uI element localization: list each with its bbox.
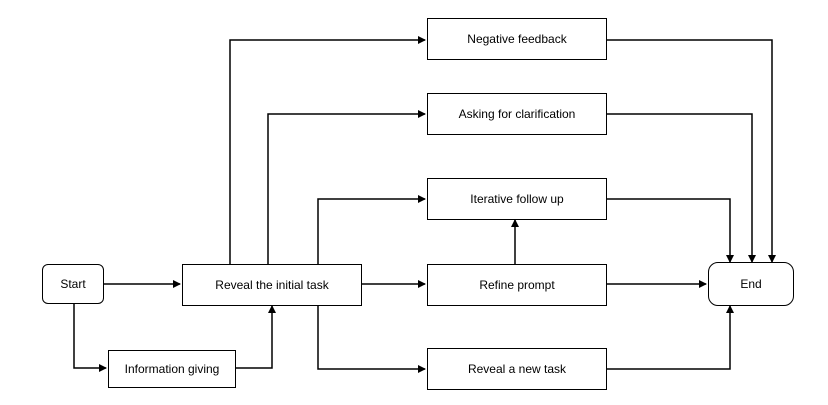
edge-negative-feedback-to-end xyxy=(606,39,776,263)
node-iterative-follow-up: Iterative follow up xyxy=(427,178,607,220)
edge-information-giving-to-reveal-initial-task xyxy=(236,305,276,369)
node-reveal-initial-task: Reveal the initial task xyxy=(182,264,362,306)
edge-reveal-new-task-to-end xyxy=(606,305,734,370)
edge-start-to-information-giving xyxy=(73,304,107,372)
edge-reveal-initial-task-to-reveal-new-task xyxy=(317,304,426,373)
edge-reveal-initial-task-to-iterative-follow-up xyxy=(317,195,426,264)
node-reveal-new-task: Reveal a new task xyxy=(427,348,607,390)
node-end: End xyxy=(708,262,794,306)
edge-asking-for-clarification-to-end xyxy=(606,113,756,263)
edge-reveal-initial-task-to-asking-for-clarification xyxy=(267,110,426,264)
edge-reveal-initial-task-to-negative-feedback xyxy=(229,36,426,264)
edge-iterative-follow-up-to-end xyxy=(606,198,734,263)
node-information-giving: Information giving xyxy=(108,350,236,388)
node-asking-for-clarification: Asking for clarification xyxy=(427,93,607,135)
node-start: Start xyxy=(42,264,104,304)
node-refine-prompt: Refine prompt xyxy=(427,264,607,306)
node-negative-feedback: Negative feedback xyxy=(427,18,607,60)
